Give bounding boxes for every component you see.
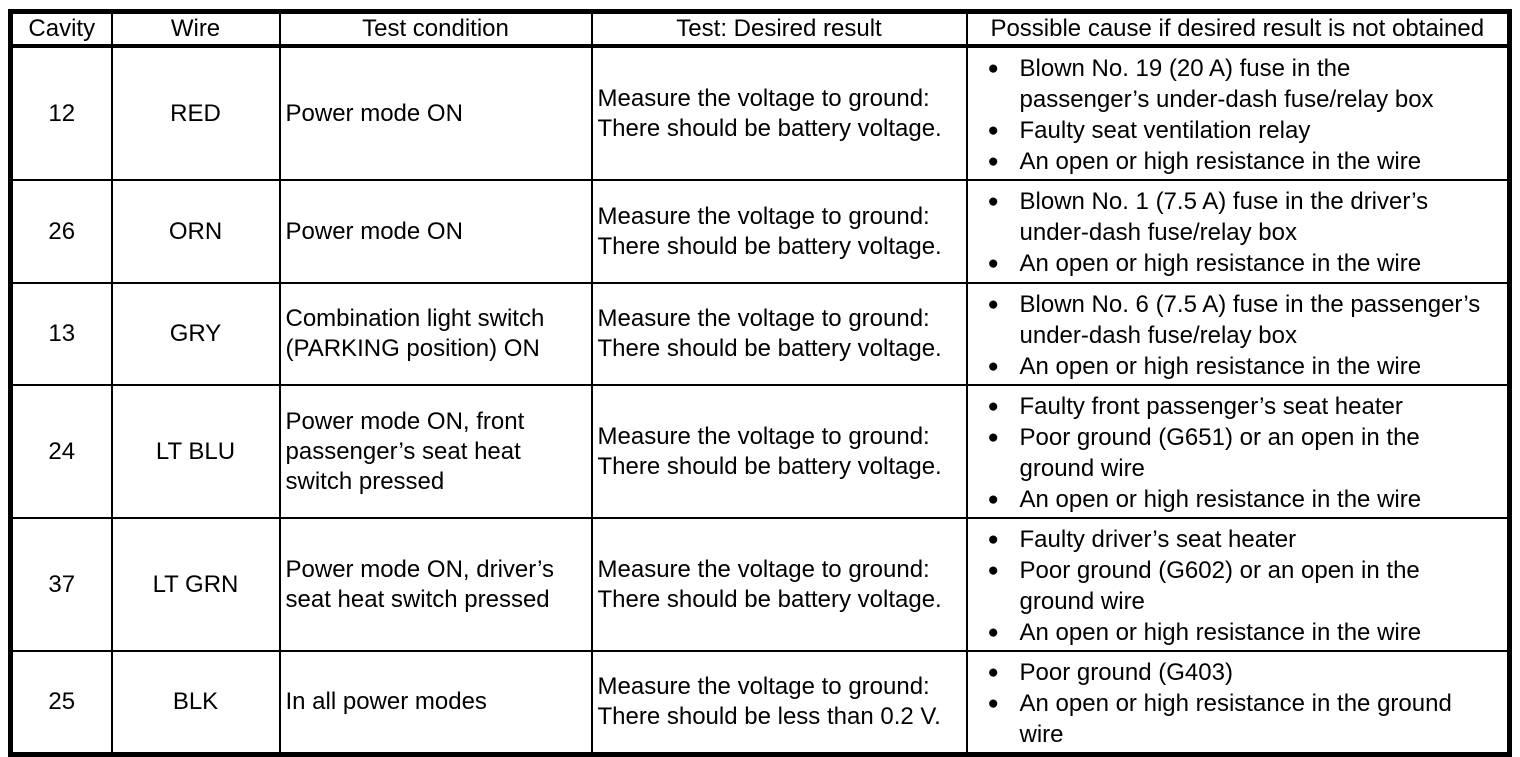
desired-result-cell: Measure the voltage to ground: There sho…	[590, 384, 968, 519]
header-test-condition: Test condition	[278, 10, 593, 48]
bullet-icon: ●	[987, 560, 999, 581]
cavity-cell: 26	[9, 179, 113, 284]
cavity-cell: 12	[9, 45, 113, 181]
test-condition-cell: Power mode ON	[278, 45, 593, 181]
cause-item: ● Faulty driver’s seat heater	[969, 524, 1506, 555]
bullet-icon: ●	[987, 58, 999, 79]
possible-cause-cell: ● Blown No. 1 (7.5 A) fuse in the driver’…	[965, 179, 1511, 284]
bullet-icon: ●	[987, 253, 999, 274]
cause-text: Blown No. 1 (7.5 A) fuse in the driver’s…	[1019, 188, 1429, 246]
table-row: 37 LT GRN Power mode ON, driver’s seat h…	[9, 517, 1511, 652]
cause-item: ● Blown No. 6 (7.5 A) fuse in the passeng…	[969, 289, 1506, 351]
bullet-icon: ●	[987, 396, 999, 417]
bullet-icon: ●	[987, 662, 999, 683]
cause-item: ● Poor ground (G651) or an open in the gr…	[969, 422, 1506, 484]
bullet-icon: ●	[987, 427, 999, 448]
bullet-icon: ●	[987, 151, 999, 172]
cause-item: ● An open or high resistance in the wire	[969, 484, 1506, 515]
cavity-cell: 37	[9, 517, 113, 652]
cause-item: ● An open or high resistance in the wire	[969, 351, 1506, 382]
cause-text: An open or high resistance in the wire	[1019, 250, 1422, 277]
cause-item: ● An open or high resistance in the wire	[969, 146, 1506, 177]
wire-cell: LT GRN	[110, 517, 281, 652]
cause-text: Faulty driver’s seat heater	[1019, 526, 1297, 553]
cause-item: ● Faulty seat ventilation relay	[969, 115, 1506, 146]
cause-list: ● Poor ground (G403) ● An open or high resi…	[969, 657, 1506, 750]
header-row: Cavity Wire Test condition Test: Desired…	[9, 10, 1511, 48]
bullet-icon: ●	[987, 294, 999, 315]
test-condition-cell: Power mode ON	[278, 179, 593, 284]
table-row: 13 GRY Combination light switch (PARKING…	[9, 282, 1511, 386]
table-row: 25 BLK In all power modes Measure the vo…	[9, 650, 1511, 756]
cause-text: An open or high resistance in the wire	[1019, 486, 1422, 513]
cause-text: An open or high resistance in the wire	[1019, 619, 1422, 646]
cavity-cell: 25	[9, 650, 113, 756]
cause-text: Faulty front passenger’s seat heater	[1019, 393, 1403, 420]
cause-text: An open or high resistance in the wire	[1019, 353, 1422, 380]
cause-text: Faulty seat ventilation relay	[1019, 117, 1311, 144]
bullet-icon: ●	[987, 489, 999, 510]
cause-text: Poor ground (G651) or an open in the gro…	[1019, 424, 1420, 482]
wire-cell: GRY	[110, 282, 281, 386]
cause-list: ● Blown No. 1 (7.5 A) fuse in the driver’…	[969, 186, 1506, 279]
bullet-icon: ●	[987, 191, 999, 212]
test-condition-cell: In all power modes	[278, 650, 593, 756]
cause-list: ● Blown No. 6 (7.5 A) fuse in the passeng…	[969, 289, 1506, 382]
header-possible-cause: Possible cause if desired result is not …	[965, 10, 1511, 48]
cause-text: Blown No. 19 (20 A) fuse in the passenge…	[1019, 55, 1434, 113]
cause-item: ● An open or high resistance in the groun…	[969, 688, 1506, 750]
cause-text: Blown No. 6 (7.5 A) fuse in the passenge…	[1019, 291, 1481, 349]
cause-item: ● An open or high resistance in the wire	[969, 617, 1506, 648]
wire-cell: RED	[110, 45, 281, 181]
cause-item: ● Poor ground (G602) or an open in the gr…	[969, 555, 1506, 617]
bullet-icon: ●	[987, 529, 999, 550]
desired-result-cell: Measure the voltage to ground: There sho…	[590, 650, 968, 756]
connector-test-table: Cavity Wire Test condition Test: Desired…	[8, 9, 1512, 757]
bullet-icon: ●	[987, 622, 999, 643]
test-condition-cell: Power mode ON, driver’s seat heat switch…	[278, 517, 593, 652]
cause-item: ● An open or high resistance in the wire	[969, 248, 1506, 279]
table-row: 12 RED Power mode ON Measure the voltage…	[9, 45, 1511, 181]
possible-cause-cell: ● Blown No. 6 (7.5 A) fuse in the passeng…	[965, 282, 1511, 386]
table-row: 26 ORN Power mode ON Measure the voltage…	[9, 179, 1511, 284]
desired-result-cell: Measure the voltage to ground: There sho…	[590, 517, 968, 652]
test-condition-cell: Combination light switch (PARKING positi…	[278, 282, 593, 386]
cause-item: ● Blown No. 1 (7.5 A) fuse in the driver’…	[969, 186, 1506, 248]
cause-text: Poor ground (G403)	[1019, 659, 1233, 686]
cause-item: ● Blown No. 19 (20 A) fuse in the passeng…	[969, 53, 1506, 115]
desired-result-cell: Measure the voltage to ground: There sho…	[590, 179, 968, 284]
cause-list: ● Faulty front passenger’s seat heater ● Po…	[969, 391, 1506, 515]
bullet-icon: ●	[987, 120, 999, 141]
test-condition-cell: Power mode ON, front passenger’s seat he…	[278, 384, 593, 519]
possible-cause-cell: ● Faulty front passenger’s seat heater ● Po…	[965, 384, 1511, 519]
wire-cell: LT BLU	[110, 384, 281, 519]
desired-result-cell: Measure the voltage to ground: There sho…	[590, 45, 968, 181]
header-cavity: Cavity	[9, 10, 113, 48]
cause-text: An open or high resistance in the wire	[1019, 148, 1422, 175]
cause-text: Poor ground (G602) or an open in the gro…	[1019, 557, 1420, 615]
cavity-cell: 13	[9, 282, 113, 386]
cause-item: ● Faulty front passenger’s seat heater	[969, 391, 1506, 422]
wire-cell: BLK	[110, 650, 281, 756]
bullet-icon: ●	[987, 356, 999, 377]
cavity-cell: 24	[9, 384, 113, 519]
table-row: 24 LT BLU Power mode ON, front passenger…	[9, 384, 1511, 519]
possible-cause-cell: ● Poor ground (G403) ● An open or high resi…	[965, 650, 1511, 756]
cause-item: ● Poor ground (G403)	[969, 657, 1506, 688]
desired-result-cell: Measure the voltage to ground: There sho…	[590, 282, 968, 386]
header-desired-result: Test: Desired result	[590, 10, 968, 48]
bullet-icon: ●	[987, 693, 999, 714]
header-wire: Wire	[110, 10, 281, 48]
cause-list: ● Blown No. 19 (20 A) fuse in the passeng…	[969, 53, 1506, 177]
cause-text: An open or high resistance in the ground…	[1019, 690, 1452, 748]
possible-cause-cell: ● Blown No. 19 (20 A) fuse in the passeng…	[965, 45, 1511, 181]
possible-cause-cell: ● Faulty driver’s seat heater ● Poor ground…	[965, 517, 1511, 652]
cause-list: ● Faulty driver’s seat heater ● Poor ground…	[969, 524, 1506, 648]
wire-cell: ORN	[110, 179, 281, 284]
